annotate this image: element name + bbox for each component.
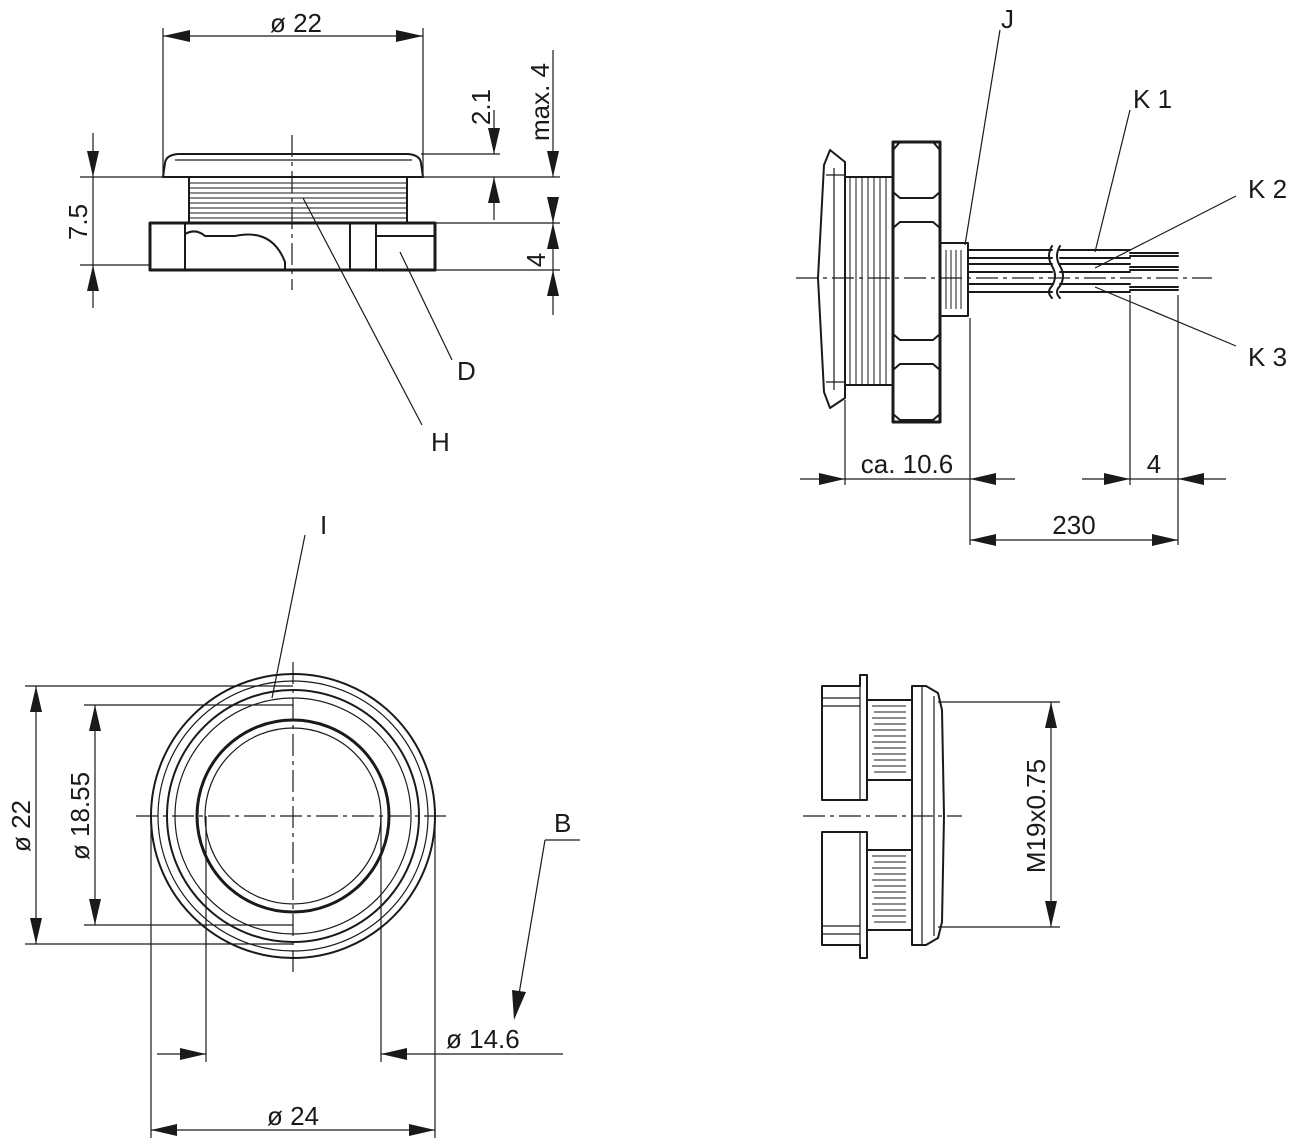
dim-dia-14-6: ø 14.6 — [446, 1024, 520, 1054]
label-B: B — [554, 808, 571, 838]
dim-max-4: max. 4 — [525, 63, 555, 141]
label-J: J — [1001, 4, 1014, 34]
dim-230: 230 — [1052, 510, 1095, 540]
dim-ca-10-6: ca. 10.6 — [861, 449, 954, 479]
label-D: D — [457, 356, 476, 386]
dim-thread-m19: M19x0.75 — [1021, 759, 1051, 873]
label-K3: K 3 — [1248, 342, 1287, 372]
dim-2-1: 2.1 — [466, 89, 496, 125]
dim-4-side: 4 — [521, 253, 551, 267]
connector-grip — [945, 250, 962, 309]
dim-dia-22-front: ø 22 — [6, 800, 36, 852]
thread-lines-cable-view — [849, 177, 887, 385]
dim-4-length: 4 — [1147, 449, 1161, 479]
label-I: I — [320, 510, 327, 540]
side-view: ø 22 2.1 max. 4 4 7.5 D — [63, 8, 560, 457]
dim-dia-24: ø 24 — [267, 1101, 319, 1131]
front-view: ø 22 ø 18.55 ø 14.6 ø 24 I B — [6, 510, 580, 1138]
dim-7-5: 7.5 — [63, 204, 93, 240]
cable-view: ca. 10.6 4 230 J K 1 K 2 K 3 — [796, 4, 1287, 546]
label-K1: K 1 — [1133, 84, 1172, 114]
label-H: H — [431, 427, 450, 457]
dim-dia-18-55: ø 18.55 — [65, 772, 95, 860]
dim-dia-22-top: ø 22 — [270, 8, 322, 38]
thread-lines — [189, 182, 407, 219]
label-K2: K 2 — [1248, 174, 1287, 204]
section-view: M19x0.75 — [803, 674, 1060, 959]
